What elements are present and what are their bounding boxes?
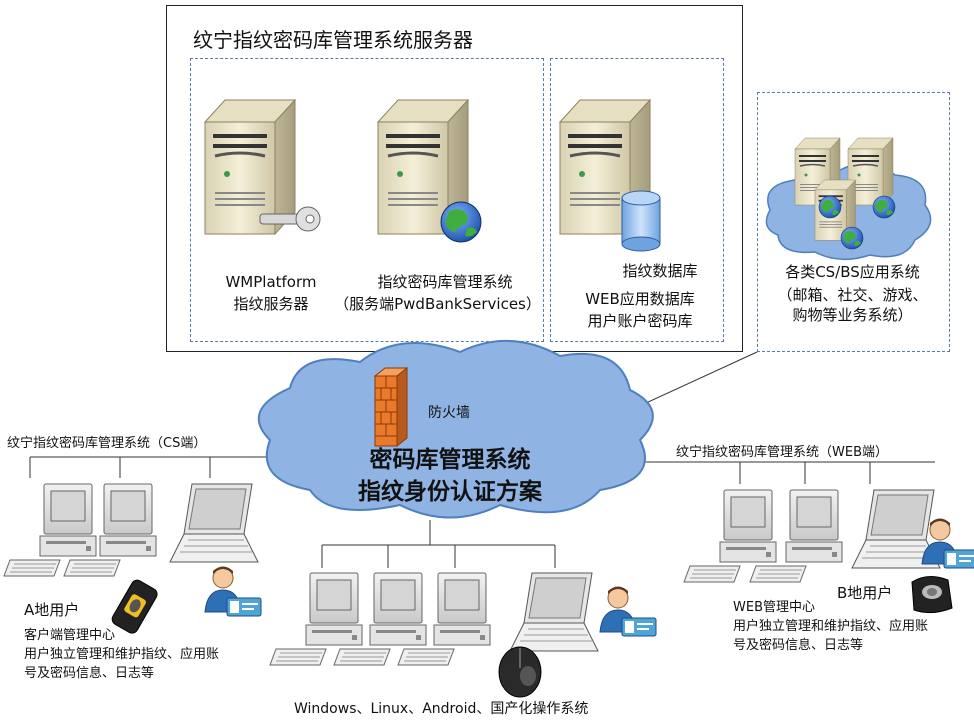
database-label-2: WEB应用数据库	[585, 290, 695, 308]
os-label: Windows、Linux、Android、国产化操作系统	[294, 701, 589, 717]
apps-box	[757, 92, 950, 352]
firewall-label: 防火墙	[428, 405, 470, 421]
pwdbank-label-2: （服务端PwdBankServices）	[334, 295, 541, 313]
server-box-title: 纹宁指纹密码库管理系统服务器	[193, 28, 473, 52]
cs-desc-3: 号及密码信息、日志等	[24, 666, 155, 681]
server-group-left	[190, 58, 544, 342]
apps-cloud-icon	[765, 137, 932, 261]
database-label-3: 用户账户密码库	[587, 312, 693, 330]
apps-label-3: 购物等业务系统）	[792, 306, 913, 324]
database-server-icon	[558, 98, 661, 252]
pwdbank-server-icon	[376, 98, 482, 243]
user-a-icon	[204, 566, 262, 617]
cs-header: 纹宁指纹密码库管理系统（CS端）	[7, 436, 207, 451]
database-label-1: 指纹数据库	[622, 262, 698, 280]
web-desc-2: 用户独立管理和维护指纹、应用账	[733, 619, 929, 634]
network-cloud	[257, 339, 654, 519]
cloud-title-1: 密码库管理系统	[369, 447, 531, 473]
web-header: 纹宁指纹密码库管理系统（WEB端）	[676, 445, 888, 460]
fingerprint-scanner-icon	[911, 576, 953, 614]
apps-label-1: 各类CS/BS应用系统	[785, 263, 920, 281]
firewall-icon	[373, 366, 409, 448]
wmplatform-label-1: WMPlatform	[225, 273, 317, 291]
pwdbank-label-1: 指纹密码库管理系统	[377, 273, 513, 291]
cs-desc-2: 用户独立管理和维护指纹、应用账	[24, 647, 220, 662]
web-desc-3: 号及密码信息、日志等	[733, 638, 864, 653]
user-b-icon	[921, 518, 974, 569]
middle-user-icon	[599, 586, 657, 637]
cloud-title-2: 指纹身份认证方案	[358, 479, 542, 505]
cs-laptop	[169, 483, 259, 563]
web-desc-1: WEB管理中心	[733, 600, 815, 615]
server-group-right	[550, 58, 724, 342]
fingerprint-reader-icon	[111, 579, 158, 634]
cs-desc-1: 客户端管理中心	[24, 628, 116, 643]
connection-lines	[29, 349, 935, 568]
mouse-scanner-icon	[498, 646, 542, 698]
apps-label-2: （邮箱、社交、游戏、	[777, 286, 928, 304]
wmplatform-label-2: 指纹服务器	[233, 295, 309, 313]
user-a-title: A地用户	[24, 601, 80, 619]
os-laptop	[509, 572, 599, 652]
wmplatform-server-icon	[203, 98, 321, 236]
user-b-title: B地用户	[837, 584, 893, 602]
